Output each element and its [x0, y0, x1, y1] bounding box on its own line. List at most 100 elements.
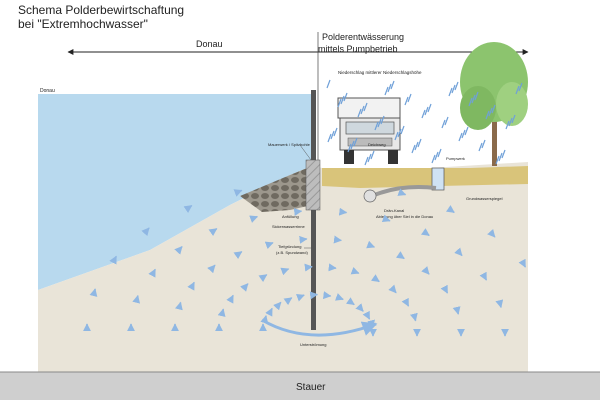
- rain-stroke: [367, 153, 372, 163]
- rain-stroke: [451, 84, 456, 94]
- rain-stroke: [340, 95, 345, 105]
- flow-arrow: [420, 228, 430, 237]
- flow-arrow: [370, 274, 380, 283]
- flow-arrow: [207, 264, 216, 274]
- header-left-label: Donau: [196, 39, 223, 49]
- drainage-channel-label: Drän-Kanal: [384, 208, 404, 213]
- rain-stroke: [491, 104, 496, 114]
- flow-arrow: [345, 297, 355, 306]
- depth-label-2: (z.B. Spundwand): [276, 250, 308, 255]
- aquitard-layer: [0, 372, 600, 400]
- pump-station-label: Pumpwerk: [446, 156, 465, 161]
- sheet-pile-head: [305, 159, 321, 211]
- rain-stroke: [488, 107, 493, 117]
- rain-stroke: [448, 87, 453, 97]
- flow-arrow: [183, 204, 193, 213]
- flow-arrow: [445, 205, 455, 214]
- flow-arrow: [440, 284, 449, 294]
- ground-soil: [38, 162, 528, 372]
- flow-arrow: [334, 293, 344, 301]
- rain-stroke: [411, 144, 416, 154]
- flow-arrow: [397, 188, 407, 196]
- flow-arrow: [355, 303, 364, 312]
- rain-stroke: [364, 156, 369, 166]
- rain-stroke: [394, 131, 399, 141]
- flow-arrow: [208, 227, 218, 237]
- rain-stroke: [374, 121, 379, 131]
- underflow-arc-arrow: [261, 318, 378, 337]
- flow-arrow: [89, 288, 98, 297]
- rain-stroke: [330, 130, 335, 140]
- flow-arrow: [401, 297, 410, 307]
- rain-stroke: [353, 137, 358, 147]
- rain-stroke: [350, 140, 355, 150]
- rain-stroke: [347, 143, 352, 153]
- rain-stroke: [427, 103, 432, 113]
- rain-stroke: [333, 127, 338, 137]
- aquitard-label: Stauer: [296, 382, 326, 393]
- rain-stroke: [384, 86, 389, 96]
- flow-arrow: [280, 267, 290, 276]
- flow-arrow: [273, 301, 282, 311]
- flow-arrow: [132, 294, 141, 304]
- rain-stroke: [508, 117, 513, 127]
- rain-stroke: [481, 139, 486, 149]
- rain-stroke: [326, 79, 331, 89]
- water-level-label: Donau: [40, 88, 55, 94]
- rain-stroke: [454, 81, 459, 91]
- rain-stroke: [431, 154, 436, 164]
- depth-label-1: Tiefgründung: [278, 244, 301, 249]
- flow-note-label: Unterströmung: [300, 342, 326, 347]
- flow-arrow: [350, 266, 360, 275]
- flow-arrow: [322, 291, 332, 300]
- rain-stroke: [468, 97, 473, 107]
- rain-stroke: [343, 92, 348, 102]
- flow-arrow: [226, 294, 234, 304]
- drain-manhole-icon: [363, 189, 377, 203]
- truck-icon: [337, 97, 401, 164]
- flow-arrow: [240, 283, 249, 292]
- flow-arrow: [395, 251, 405, 260]
- rain-stroke: [370, 150, 375, 160]
- flow-arrow: [293, 208, 303, 216]
- flow-arrow: [217, 308, 226, 318]
- truck-road-label: Deichweg: [368, 142, 386, 147]
- rain-stroke: [437, 148, 442, 158]
- rain-stroke: [501, 149, 506, 159]
- tree-icon: [460, 42, 528, 166]
- rain-stroke: [327, 133, 332, 143]
- flow-arrow: [328, 263, 337, 272]
- sheet-pile-leader: [299, 144, 312, 161]
- road-gravel: [322, 166, 528, 188]
- flow-arrow: [487, 228, 496, 238]
- flow-arrow: [409, 312, 418, 322]
- rain-stroke: [478, 142, 483, 152]
- flow-arrow: [174, 245, 183, 255]
- header-right-label-1: Polderentwässerung: [322, 32, 404, 42]
- river-water: [38, 94, 312, 290]
- flow-arrow: [109, 255, 117, 265]
- rain-stroke: [485, 110, 490, 120]
- rain-stroke: [495, 155, 500, 165]
- sheet-pile-label: Mauerwerk / Spitzbohle: [268, 142, 311, 147]
- rain-stroke: [357, 108, 362, 118]
- flow-arrow: [283, 297, 293, 306]
- rain-stroke: [505, 120, 510, 130]
- rain-stroke: [387, 83, 392, 93]
- title-line-2: bei "Extremhochwasser": [18, 17, 148, 31]
- rain-stroke: [404, 96, 409, 106]
- seepage-flow-arrows: [83, 188, 527, 337]
- flow-arrow: [421, 266, 430, 275]
- rain-stroke: [380, 115, 385, 125]
- rain-stroke: [471, 94, 476, 104]
- rain-stroke: [461, 129, 466, 139]
- flow-arrow: [309, 291, 319, 300]
- flow-arrow: [264, 241, 274, 250]
- rain-lines: [326, 79, 523, 166]
- rain-stroke: [498, 152, 503, 162]
- flow-arrow: [304, 263, 313, 272]
- rain-stroke: [390, 80, 395, 90]
- flow-arrow: [258, 274, 268, 283]
